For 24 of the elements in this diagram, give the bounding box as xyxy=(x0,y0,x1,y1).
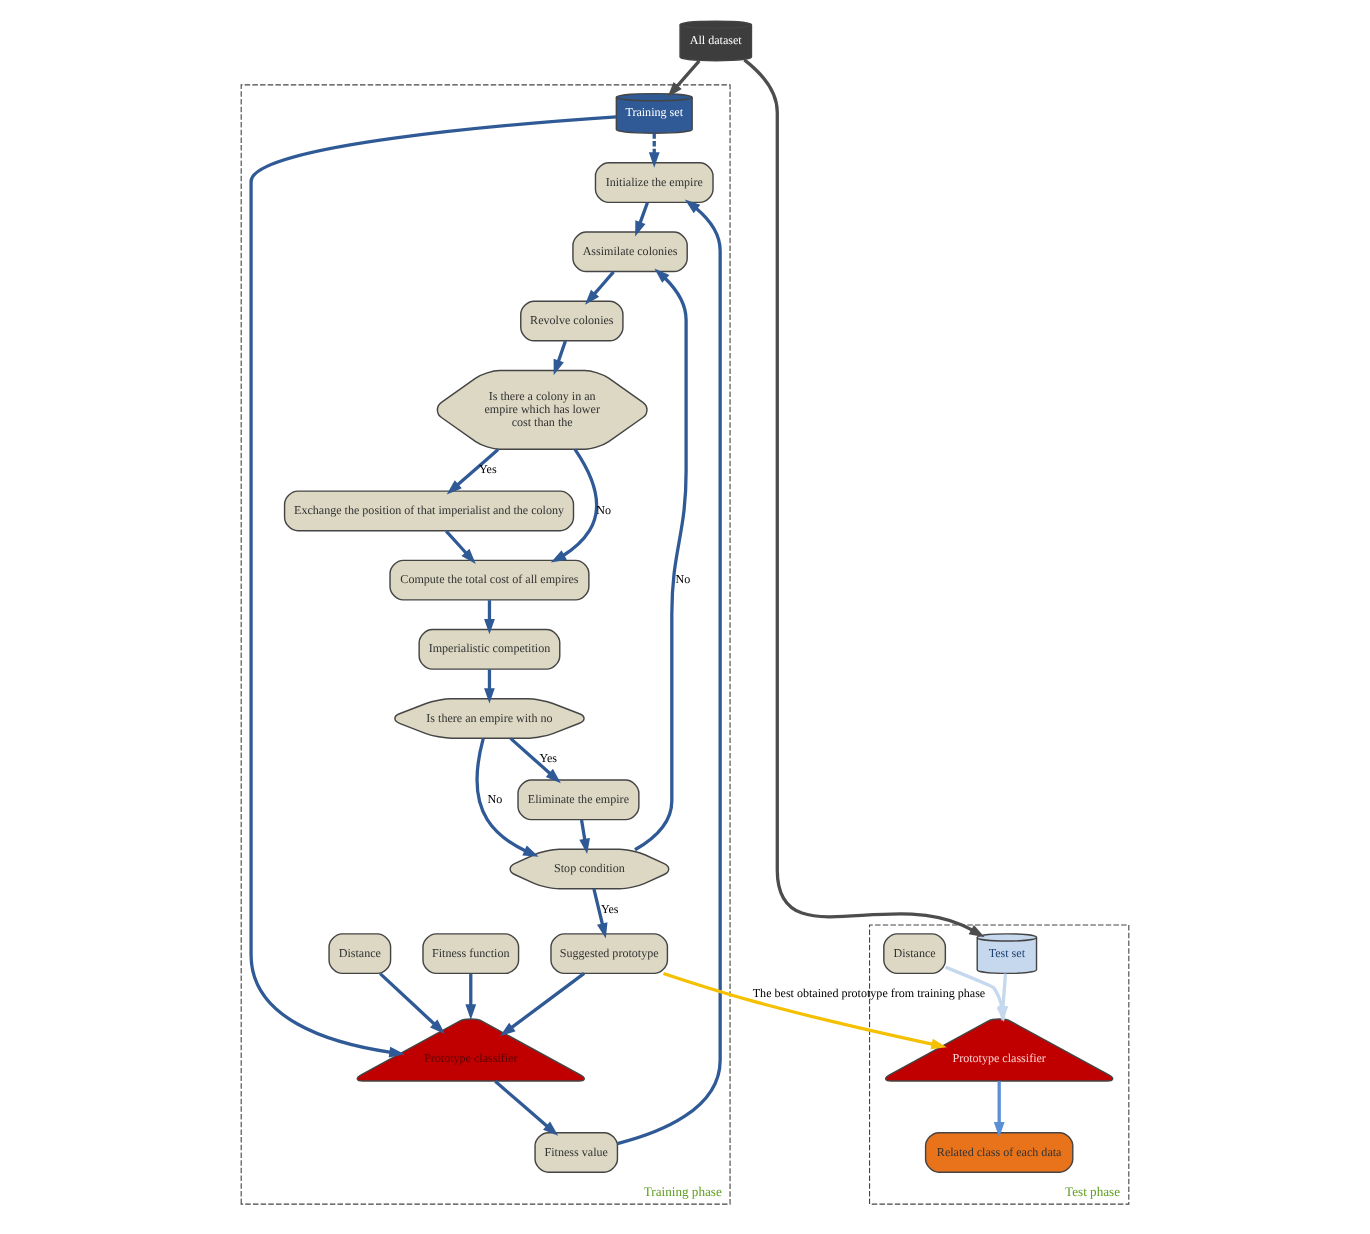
arrow xyxy=(743,58,985,938)
arrow xyxy=(509,737,561,784)
arrow xyxy=(550,448,599,563)
arrow xyxy=(553,340,567,376)
arrow xyxy=(993,1081,1005,1138)
arrow xyxy=(484,669,495,704)
arrow xyxy=(667,59,701,98)
arrow xyxy=(249,115,617,1058)
arrow xyxy=(484,600,495,635)
arrow xyxy=(635,202,649,237)
arrow xyxy=(465,973,477,1020)
arrow xyxy=(579,819,590,855)
arrow xyxy=(494,1080,559,1136)
arrow xyxy=(379,972,445,1034)
arrow xyxy=(617,199,722,1146)
arrow xyxy=(662,971,947,1050)
arrow xyxy=(444,529,476,564)
arrow xyxy=(592,888,608,939)
arrow xyxy=(475,738,539,857)
arrow xyxy=(648,133,660,168)
arrow xyxy=(500,972,586,1037)
arrow xyxy=(446,448,500,495)
arrow xyxy=(584,270,615,305)
arrow xyxy=(634,268,688,852)
